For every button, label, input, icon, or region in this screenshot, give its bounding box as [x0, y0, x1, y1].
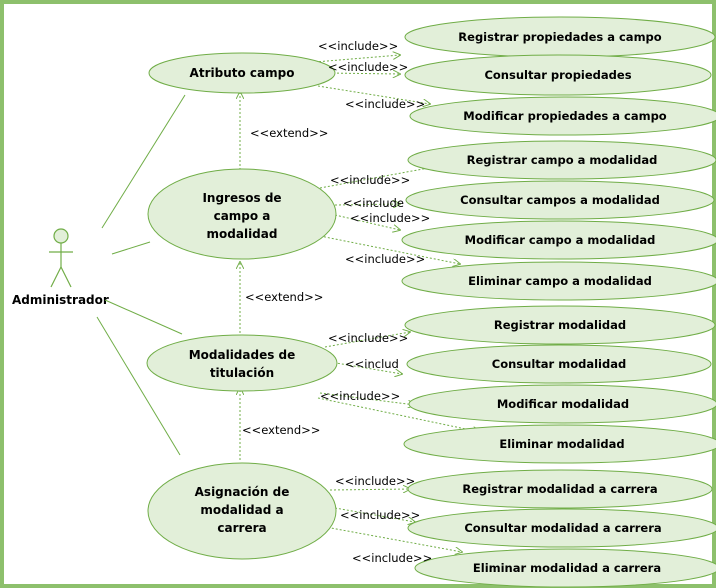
include-label: <<include>>: [328, 331, 408, 345]
include-label-partial: <<include: [343, 196, 404, 210]
label-asignacion-2: modalidad a: [200, 503, 283, 517]
usecase-asignacion-modalidad[interactable]: [147, 462, 337, 560]
usecase-eliminar-campo[interactable]: [401, 261, 716, 301]
usecase-registrar-campo[interactable]: [407, 140, 716, 180]
relationship-edges: [240, 55, 480, 552]
include-label: <<include>>: [328, 60, 408, 74]
label-registrar-modalidad: Registrar modalidad: [494, 318, 626, 332]
include-label: <<include>>: [345, 97, 425, 111]
label-registrar-mod-carrera: Registrar modalidad a carrera: [462, 482, 657, 496]
extend-label: <<extend>>: [250, 126, 328, 140]
usecase-modificar-campo[interactable]: [401, 220, 716, 260]
usecase-ingresos-campo[interactable]: [147, 168, 337, 260]
include-label: <<include>>: [335, 474, 415, 488]
actor-associations: [96, 94, 186, 456]
include-label-partial: <<includ: [345, 357, 399, 371]
label-ingresos-2: campo a: [214, 209, 271, 223]
usecase-eliminar-mod-carrera[interactable]: [414, 548, 716, 588]
extend-label: <<extend>>: [245, 290, 323, 304]
label-consultar-campos: Consultar campos a modalidad: [460, 193, 660, 207]
label-eliminar-campo: Eliminar campo a modalidad: [468, 274, 652, 288]
label-registrar-propiedades: Registrar propiedades a campo: [458, 30, 661, 44]
usecase-registrar-modalidad[interactable]: [404, 305, 716, 345]
include-label: <<include>>: [320, 389, 400, 403]
label-modificar-propiedades: Modificar propiedades a campo: [463, 109, 667, 123]
label-asignacion-1: Asignación de: [195, 485, 290, 499]
usecase-modificar-propiedades[interactable]: [409, 96, 716, 136]
label-ingresos-3: modalidad: [207, 227, 278, 241]
label-consultar-modalidad: Consultar modalidad: [492, 357, 626, 371]
include-label: <<include>>: [318, 39, 398, 53]
label-modificar-campo: Modificar campo a modalidad: [465, 233, 656, 247]
label-modalidades-2: titulación: [210, 366, 274, 380]
usecase-eliminar-modalidad[interactable]: [403, 424, 716, 464]
label-ingresos-1: Ingresos de: [202, 191, 281, 205]
usecase-consultar-campos[interactable]: [405, 180, 715, 220]
actor-label: Administrador: [12, 293, 109, 307]
label-modificar-modalidad: Modificar modalidad: [497, 397, 629, 411]
usecase-modificar-modalidad[interactable]: [408, 384, 716, 424]
label-eliminar-mod-carrera: Eliminar modalidad a carrera: [473, 561, 661, 575]
actor-head: [53, 228, 69, 244]
label-atributo-campo: Atributo campo: [190, 66, 295, 80]
label-registrar-campo: Registrar campo a modalidad: [467, 153, 658, 167]
label-asignacion-3: carrera: [217, 521, 266, 535]
usecase-consultar-modalidad[interactable]: [406, 344, 712, 384]
include-label: <<include>>: [350, 211, 430, 225]
include-label: <<include>>: [352, 551, 432, 565]
usecase-consultar-mod-carrera[interactable]: [407, 508, 716, 548]
include-label: <<include>>: [345, 252, 425, 266]
usecase-consultar-propiedades[interactable]: [404, 54, 712, 96]
usecase-registrar-mod-carrera[interactable]: [407, 469, 713, 509]
actor-administrador[interactable]: [49, 228, 73, 288]
label-modalidades-1: Modalidades de: [189, 348, 296, 362]
label-consultar-propiedades: Consultar propiedades: [484, 68, 631, 82]
include-label: <<include>>: [330, 173, 410, 187]
label-consultar-mod-carrera: Consultar modalidad a carrera: [464, 521, 661, 535]
usecase-modalidades-titulacion[interactable]: [146, 334, 338, 392]
usecase-atributo-campo[interactable]: [148, 52, 336, 94]
extend-label: <<extend>>: [242, 423, 320, 437]
label-eliminar-modalidad: Eliminar modalidad: [499, 437, 624, 451]
include-label: <<include>>: [340, 508, 420, 522]
